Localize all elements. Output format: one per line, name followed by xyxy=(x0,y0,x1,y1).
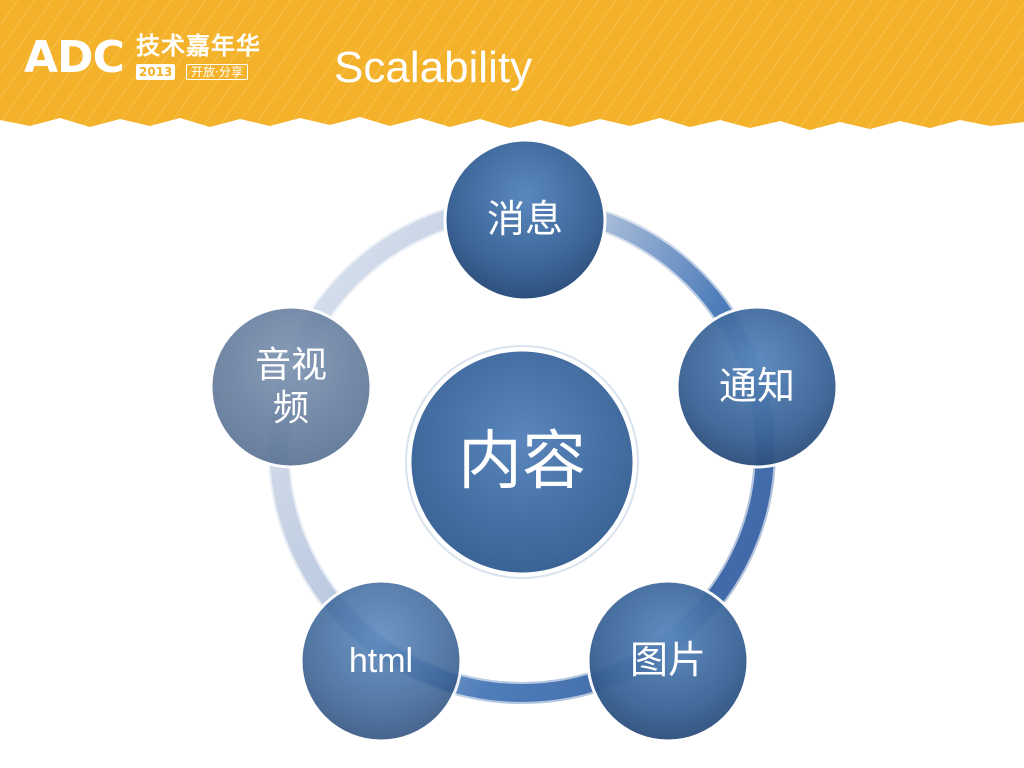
node-circle-notification xyxy=(675,305,839,469)
logo-cn-name: 技术嘉年华 xyxy=(136,32,261,60)
header-banner xyxy=(0,0,1024,130)
logo-year: 2013 xyxy=(136,64,176,80)
node-circle-html xyxy=(299,579,463,743)
center-circle xyxy=(408,348,636,576)
node-label-image: 图片 xyxy=(629,638,706,683)
center-label: 内容 xyxy=(458,424,586,499)
node-label-av: 音视频 xyxy=(254,344,327,429)
node-circle-av xyxy=(209,305,373,469)
adc-logo: ADC 技术嘉年华 2013 开放·分享 xyxy=(24,28,274,92)
node-circle-message xyxy=(443,138,607,302)
logo-brand: ADC xyxy=(24,32,125,83)
node-label-html: html xyxy=(348,641,414,680)
node-label-notification: 通知 xyxy=(718,364,795,409)
logo-tagline: 开放·分享 xyxy=(186,64,248,80)
slide-title: Scalability xyxy=(334,43,533,92)
node-label-message: 消息 xyxy=(486,197,563,242)
node-circle-image xyxy=(586,579,750,743)
